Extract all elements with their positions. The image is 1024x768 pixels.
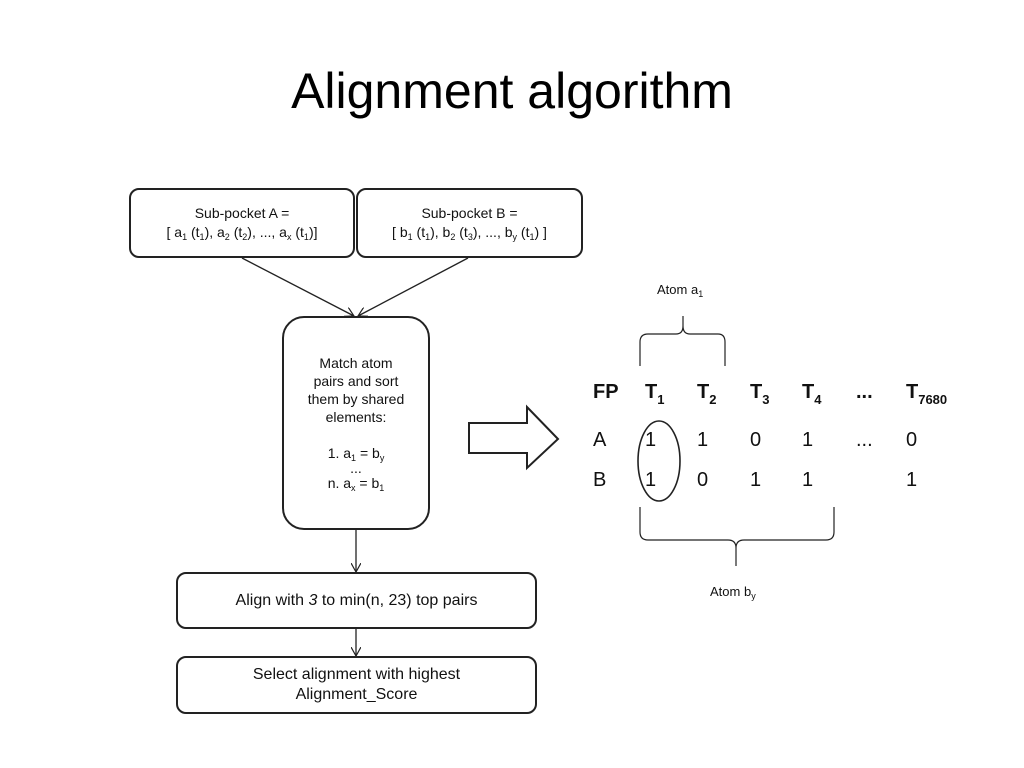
row-b-t7680: 1 (906, 469, 918, 491)
row-b-t2: 0 (697, 469, 709, 491)
subpocket-b-box: Sub-pocket B = [ b1 (t1), b2 (t3), ..., … (356, 188, 583, 258)
row-a-label: A (593, 429, 607, 451)
subpocket-b-title: Sub-pocket B = (421, 205, 518, 221)
match-ellipsis: ... (350, 460, 362, 476)
header-ellipsis: ... (856, 381, 873, 403)
big-right-arrow (468, 404, 560, 471)
row-a-t4: 1 (802, 429, 814, 451)
match-line-4: elements: (325, 409, 387, 425)
select-line-2: Alignment_Score (295, 686, 418, 703)
column-t1-highlight (637, 420, 681, 502)
header-t4: T4 (802, 381, 822, 407)
slide-title: Alignment algorithm (291, 63, 733, 119)
atom-by-label: Atom by (710, 584, 756, 601)
row-b-t4: 1 (802, 469, 814, 491)
match-line-1: Match atom (319, 355, 393, 371)
arrow-a-to-match (241, 257, 354, 316)
header-t2: T2 (697, 381, 717, 407)
match-atom-pairs-box: Match atom pairs and sort them by shared… (282, 316, 430, 530)
align-top-pairs-box: Align with 3 to min(n, 23) top pairs (176, 572, 537, 629)
header-t3: T3 (750, 381, 770, 407)
header-t1: T1 (645, 381, 665, 407)
match-line-3: them by shared (307, 391, 405, 407)
subpocket-b-list: [ b1 (t1), b2 (t3), ..., by (t1) ] (392, 224, 547, 242)
row-a-t3: 0 (750, 429, 762, 451)
brace-atom-b (639, 507, 835, 566)
row-a-t2: 1 (697, 429, 709, 451)
row-a-t7680: 0 (906, 429, 918, 451)
row-a-ellipsis: ... (856, 429, 873, 451)
atom-a1-label: Atom a1 (657, 282, 704, 299)
brace-atom-a (639, 316, 726, 366)
row-b-t3: 1 (750, 469, 762, 491)
match-item-n: n. ax = b1 (327, 475, 385, 493)
row-a-t1: 1 (645, 429, 657, 451)
select-line-1: Select alignment with highest (252, 666, 461, 683)
header-fp: FP (593, 381, 619, 403)
row-b-t1: 1 (645, 469, 657, 491)
select-alignment-box: Select alignment with highest Alignment_… (176, 656, 537, 714)
row-b-label: B (593, 469, 607, 491)
subpocket-a-title: Sub-pocket A = (194, 205, 290, 221)
subpocket-a-box: Sub-pocket A = [ a1 (t1), a2 (t2), ..., … (129, 188, 355, 258)
match-line-2: pairs and sort (313, 373, 399, 389)
header-t7680: T7680 (906, 381, 948, 407)
match-item-1: 1. a1 = by (327, 445, 385, 463)
align-text: Align with 3 to min(n, 23) top pairs (235, 591, 478, 609)
subpocket-a-list: [ a1 (t1), a2 (t2), ..., ax (t1)] (166, 224, 318, 242)
arrow-b-to-match (358, 257, 469, 316)
